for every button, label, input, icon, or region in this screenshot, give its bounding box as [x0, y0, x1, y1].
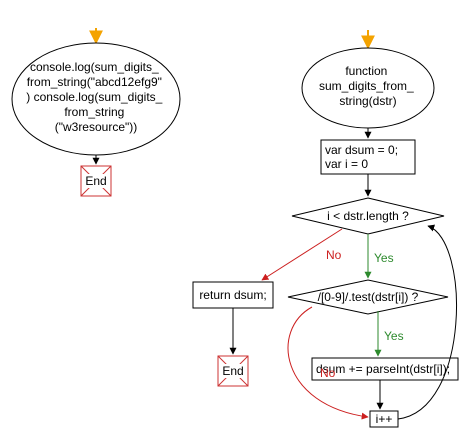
digit-condition-text: /[0-9]/.test(dstr[i]) ? — [318, 290, 419, 304]
left-start-line-3: ) console.log(sum_digits_ — [26, 90, 162, 104]
increment-node-text: i++ — [376, 412, 393, 426]
digit-no-label: No — [320, 366, 336, 380]
sum-node-text: dsum += parseInt(dstr[i]); — [316, 362, 450, 376]
digit-condition-node — [287, 279, 449, 315]
function-node-text: function sum_digits_from_ string(dstr) — [319, 64, 417, 108]
left-start-line-4: from_string — [64, 105, 124, 119]
loop-no-label: No — [326, 248, 342, 262]
left-start-line-2: from_string("abcd12efg9" — [27, 75, 162, 89]
function-line-2: sum_digits_from_ — [319, 79, 414, 93]
sum-node — [311, 357, 459, 381]
left-start-line-5: ("w3resource")) — [55, 120, 138, 134]
loop-back-edge — [397, 224, 457, 420]
right-end-label: End — [222, 364, 243, 378]
left-end-label: End — [85, 174, 106, 188]
right-end-node: End — [217, 355, 249, 387]
left-start-line-1: console.log(sum_digits_ — [30, 60, 159, 74]
digit-yes-label: Yes — [384, 329, 404, 343]
loop-condition-text: i < dstr.length ? — [327, 209, 409, 223]
left-end-node: End — [80, 165, 112, 197]
left-start-text: console.log(sum_digits_ from_string("abc… — [26, 60, 165, 134]
init-line-2: var i = 0 — [325, 157, 368, 171]
function-line-3: string(dstr) — [339, 94, 396, 108]
digit-no-edge — [287, 306, 369, 420]
function-line-1: function — [345, 64, 387, 78]
init-line-1: var dsum = 0; — [325, 143, 398, 157]
return-node-text: return dsum; — [199, 288, 266, 302]
loop-no-edge — [261, 228, 343, 281]
loop-yes-label: Yes — [374, 251, 394, 265]
init-node-text: var dsum = 0; var i = 0 — [325, 143, 401, 171]
